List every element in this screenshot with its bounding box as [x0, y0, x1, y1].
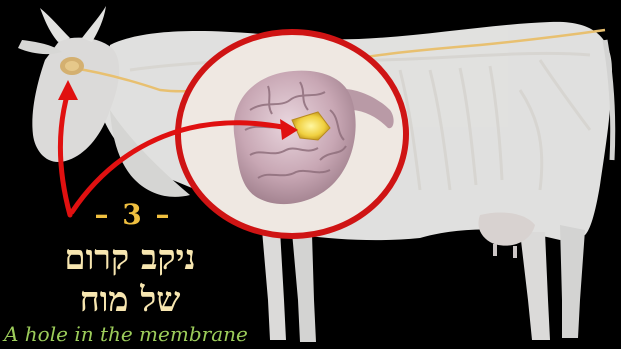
english-caption: A hole in the membrane	[4, 322, 248, 346]
hebrew-caption-line-1: ניקב קרום	[50, 238, 210, 278]
hebrew-caption-line-2: של מוח	[50, 280, 210, 320]
magnifier-circle	[178, 32, 406, 236]
step-number: – 3 –	[78, 198, 188, 231]
small-brain-icon	[60, 57, 84, 75]
